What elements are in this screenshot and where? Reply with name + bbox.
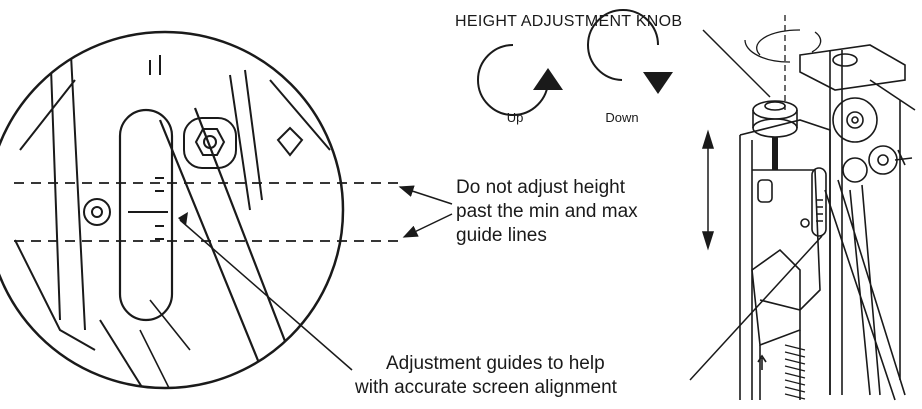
warning-line-3: guide lines [456,225,547,246]
rotate-clockwise-up-icon [477,44,563,116]
knob-rotation-indicator [744,15,822,110]
down-label: Down [605,110,638,125]
detail-magnifier [0,30,345,390]
warning-callout: Do not adjust height past the min and ma… [456,177,638,246]
guides-callout: Adjustment guides to help with accurate … [354,353,618,398]
knob-title-label: HEIGHT ADJUSTMENT KNOB [455,13,682,30]
min-max-guide-lines [14,182,400,242]
warning-arrows [398,185,453,238]
guides-line-2: with accurate screen alignment [354,377,618,398]
warning-line-1: Do not adjust height [456,177,626,198]
rotate-clockwise-down-icon [587,9,673,94]
height-travel-arrow [701,129,715,251]
warning-line-2: past the min and max [456,201,638,222]
knob-leader-line [702,29,771,98]
guides-line-1: Adjustment guides to help [386,353,605,374]
mount-assembly [739,44,916,401]
up-label: Up [507,110,524,125]
